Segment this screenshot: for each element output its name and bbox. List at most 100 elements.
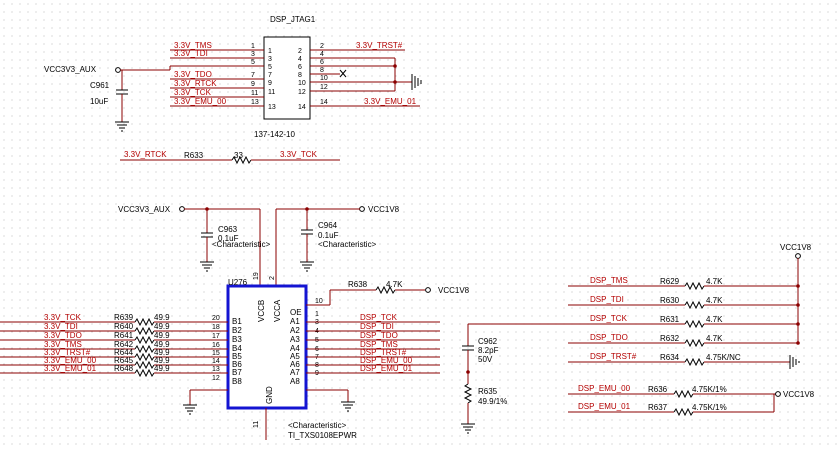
cap-c961: VCC3V3_AUX C961 10uF xyxy=(44,65,176,132)
connector-ext-pin: 4 xyxy=(320,51,324,58)
vcca-label: VCCA xyxy=(273,299,282,322)
net-label: 3.3V_TDI xyxy=(174,49,208,58)
net-label: 3.3V_TDI xyxy=(44,322,78,331)
connector-ext-pin: 13 xyxy=(251,99,259,106)
net-label: DSP_TDI xyxy=(590,295,624,304)
connector-ext-pin: 10 xyxy=(320,75,328,82)
rail-vcc3v3-label: VCC3V3_AUX xyxy=(118,205,171,214)
connector-ref: DSP_JTAG1 xyxy=(270,15,316,24)
supply-rails: VCC3V3_AUX VCC1V8 xyxy=(118,205,400,286)
r633-ref: R633 xyxy=(184,151,204,160)
connector-pin: 1 xyxy=(268,48,272,55)
res-r635: R635 49.9/1% xyxy=(461,370,507,434)
r638-value: 4.7K xyxy=(386,280,403,289)
ic-pin-label: A2 xyxy=(290,326,300,335)
vccb-label: VCCB xyxy=(257,300,266,322)
net-label: 3.3V_EMU_00 xyxy=(44,356,97,365)
pullup-rail: VCC1V8 xyxy=(780,243,812,252)
ic-pin-number: 13 xyxy=(212,366,220,373)
cap-c963: C963 0.1uF <Characteristic> xyxy=(200,209,271,272)
resistor-value: 49.9 xyxy=(154,313,170,322)
net-label: 3.3V_EMU_01 xyxy=(364,97,417,106)
net-label: DSP_EMU_00 xyxy=(360,356,413,365)
c961-ref: C961 xyxy=(90,81,110,90)
resistor-ref: R648 xyxy=(114,364,134,373)
resistor-value: 49.9 xyxy=(154,322,170,331)
net-label: DSP_TMS xyxy=(590,276,628,285)
resistor-ref: R641 xyxy=(114,331,134,340)
net-label: DSP_TMS xyxy=(360,340,398,349)
rail-terminal xyxy=(425,287,431,293)
c963-ref: C963 xyxy=(218,225,238,234)
connector-ext-pin: 9 xyxy=(251,81,255,88)
r633-left-net: 3.3V_RTCK xyxy=(124,150,167,159)
connector-ext-pin: 6 xyxy=(320,59,324,66)
resistor-value: 4.7K xyxy=(706,277,723,286)
oe-pin: 10 xyxy=(315,298,323,305)
ic-pin-label: A7 xyxy=(290,368,300,377)
gnd-label: GND xyxy=(265,386,274,404)
ic-pin-label: A1 xyxy=(290,317,300,326)
ic-pin-label: B8 xyxy=(232,377,242,386)
resistor-symbol xyxy=(684,338,705,348)
resistor-value: 49.9 xyxy=(154,331,170,340)
vccb-pin: 19 xyxy=(253,272,260,280)
ic-pin-label: A4 xyxy=(290,344,300,353)
connector-pin: 9 xyxy=(268,80,272,87)
net-label: DSP_TRST# xyxy=(360,348,407,357)
a8-ground xyxy=(306,389,355,412)
resistor-symbol xyxy=(134,352,155,362)
c964-value: 0.1uF xyxy=(318,231,339,240)
c963-value: 0.1uF xyxy=(218,234,239,243)
connector-pin: 6 xyxy=(298,64,302,71)
ic-pin-label: A6 xyxy=(290,360,300,369)
r635-ref: R635 xyxy=(478,387,498,396)
connector-ext-pin: 11 xyxy=(251,90,258,97)
resistor-ref: R632 xyxy=(660,334,680,343)
net-label: DSP_EMU_00 xyxy=(578,384,631,393)
ic-u276: U276 19 2 VCCB VCCA GND 11 <Characterist… xyxy=(212,272,357,440)
ic-pin-label: B3 xyxy=(232,335,242,344)
resistor-value: 49.9 xyxy=(154,364,170,373)
c962-voltage: 50V xyxy=(478,355,493,364)
resistor-ref: R644 xyxy=(114,348,134,357)
r633-right-net: 3.3V_TCK xyxy=(280,150,318,159)
resistor-ref: R640 xyxy=(114,322,134,331)
r633-value: 33 xyxy=(234,151,243,160)
ic-pin-number: 1 xyxy=(315,311,319,318)
net-label: DSP_TCK xyxy=(360,313,398,322)
net-label: 3.3V_EMU_00 xyxy=(174,97,227,106)
net-label: 3.3V_TDO xyxy=(44,331,82,340)
resistor-symbol xyxy=(134,335,155,345)
r635-value: 49.9/1% xyxy=(478,397,507,406)
net-label: DSP_TDO xyxy=(590,333,628,342)
connector-body xyxy=(263,36,311,120)
connector-part: 137-142-10 xyxy=(254,130,295,139)
emu-rail: VCC1V8 xyxy=(783,390,815,399)
net-label: 3.3V_TDO xyxy=(174,70,212,79)
r638-rail: VCC1V8 xyxy=(438,286,470,295)
ic-pin-label: B1 xyxy=(232,317,242,326)
net-label: 3.3V_EMU_01 xyxy=(44,364,97,373)
net-label: 3.3V_TRST# xyxy=(356,41,403,50)
connector-pin: 11 xyxy=(268,89,275,96)
ic-pin-number: 17 xyxy=(212,333,220,340)
ic-pin-label: OE xyxy=(290,308,302,317)
resistor-symbol xyxy=(134,326,155,336)
resistor-ref: R629 xyxy=(660,277,680,286)
connector-pin: 3 xyxy=(268,56,272,63)
net-label: DSP_EMU_01 xyxy=(578,402,631,411)
net-label: DSP_TCK xyxy=(590,314,628,323)
resistor-ref: R639 xyxy=(114,313,134,322)
ic-pin-label: A5 xyxy=(290,352,300,361)
net-label: 3.3V_TMS xyxy=(44,340,82,349)
connector-pin: 7 xyxy=(268,72,272,79)
resistor-symbol xyxy=(673,389,694,399)
rail-terminal xyxy=(359,206,365,212)
resistor-value: 4.75K/1% xyxy=(692,385,727,394)
c961-value: 10uF xyxy=(90,97,108,106)
resistor-value: 4.7K xyxy=(706,334,723,343)
resistor-value: 49.9 xyxy=(154,340,170,349)
